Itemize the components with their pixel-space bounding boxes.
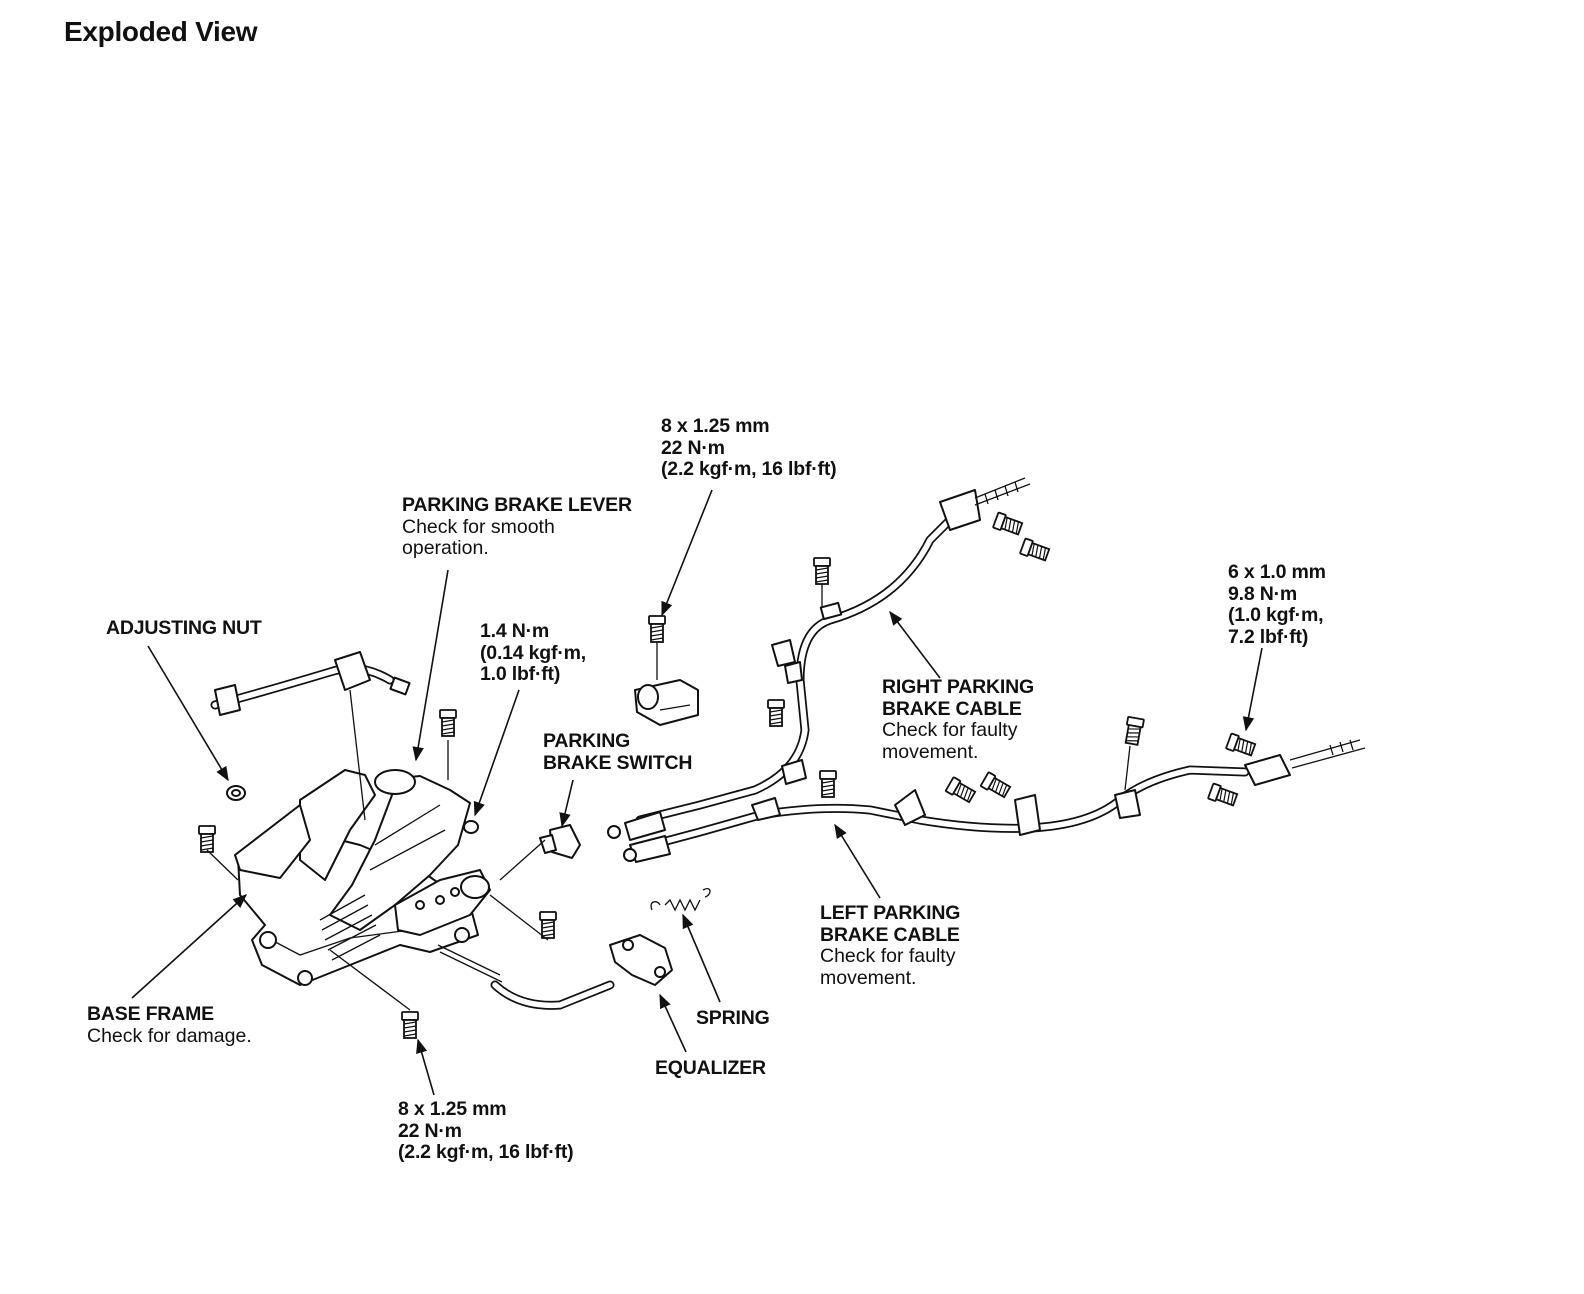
spring — [650, 888, 711, 912]
arrow-icon — [661, 489, 713, 617]
bolt-icon — [992, 511, 1024, 538]
torque-line: 1.0 lbf·ft) — [480, 663, 561, 685]
parking-brake-lever-assembly — [198, 651, 615, 1039]
cable-guide-bracket — [634, 615, 699, 726]
callout-heading: PARKING — [543, 730, 631, 752]
bolt-icon — [819, 770, 837, 798]
bolt-icon — [439, 709, 457, 737]
parking-brake-switch — [499, 824, 581, 881]
leader-lines — [131, 489, 1263, 1096]
callout-parking-brake-lever: PARKING BRAKE LEVER Check for smooth ope… — [402, 494, 632, 560]
arrow-icon — [1242, 647, 1263, 732]
bolt-icon — [1207, 782, 1239, 809]
callout-heading: SPRING — [696, 1007, 770, 1029]
right-parking-brake-cable — [607, 477, 1051, 841]
left-parking-brake-cable — [623, 715, 1366, 863]
arrow-icon — [682, 913, 721, 1003]
callout-adjusting-nut: ADJUSTING NUT — [106, 617, 262, 640]
spec-line: (2.2 kgf·m, 16 lbf·ft) — [398, 1141, 574, 1163]
callout-switch-torque: 1.4 N·m (0.14 kgf·m, 1.0 lbf·ft) — [480, 620, 586, 686]
callout-left-parking-brake-cable: LEFT PARKING BRAKE CABLE Check for fault… — [820, 902, 961, 989]
nut-icon — [463, 820, 479, 834]
bolt-icon — [1225, 732, 1257, 759]
callout-note: operation. — [402, 537, 489, 559]
spec-line: 7.2 lbf·ft) — [1228, 625, 1309, 648]
arrow-icon — [147, 645, 229, 782]
callout-note: Check for faulty — [820, 945, 956, 967]
arrow-icon — [412, 569, 449, 762]
spec-line: 22 N·m — [661, 436, 725, 459]
bolt-icon — [648, 615, 666, 643]
bolt-icon — [767, 699, 785, 727]
callout-right-bolt-spec: 6 x 1.0 mm 9.8 N·m (1.0 kgf·m, 7.2 lbf·f… — [1228, 561, 1326, 648]
nut-icon — [226, 785, 246, 801]
torque-line: (0.14 kgf·m, — [480, 641, 586, 664]
spec-line: 8 x 1.25 mm — [398, 1098, 507, 1120]
callout-heading: ADJUSTING NUT — [106, 617, 262, 639]
callout-note: Check for damage. — [87, 1024, 252, 1047]
spec-line: (2.2 kgf·m, 16 lbf·ft) — [661, 458, 837, 480]
cable-end-icon — [624, 811, 666, 841]
lever-bracket — [299, 769, 376, 881]
bolt-icon — [1019, 537, 1051, 564]
callout-top-bolt-spec: 8 x 1.25 mm 22 N·m (2.2 kgf·m, 16 lbf·ft… — [661, 415, 837, 481]
callout-note: movement. — [882, 740, 979, 763]
bolt-icon — [813, 557, 831, 585]
arrow-icon — [416, 1038, 435, 1096]
spec-line: 6 x 1.0 mm — [1228, 561, 1326, 583]
arrow-icon — [131, 894, 248, 999]
bolt-icon — [944, 776, 978, 805]
arrow-icon — [889, 610, 941, 679]
arrow-icon — [659, 993, 687, 1053]
bolt-icon — [539, 911, 557, 939]
callout-spring: SPRING — [696, 1007, 770, 1030]
callout-note: movement. — [820, 966, 917, 989]
callout-heading: RIGHT PARKING — [882, 676, 1034, 698]
page-title: Exploded View — [64, 16, 258, 47]
bolt-icon — [401, 1011, 419, 1039]
callout-base-frame: BASE FRAME Check for damage. — [87, 1003, 252, 1047]
callout-note: Check for smooth — [402, 515, 555, 538]
torque-line: 1.4 N·m — [480, 620, 550, 642]
arrow-icon — [473, 689, 520, 817]
equalizer — [609, 934, 673, 986]
callout-bottom-bolt-spec: 8 x 1.25 mm 22 N·m (2.2 kgf·m, 16 lbf·ft… — [398, 1098, 574, 1164]
spec-line: 22 N·m — [398, 1119, 462, 1142]
bolt-icon — [979, 771, 1013, 800]
callout-heading: PARKING BRAKE LEVER — [402, 494, 632, 516]
callout-equalizer: EQUALIZER — [655, 1057, 766, 1080]
callout-heading: BRAKE CABLE — [820, 923, 960, 946]
callout-heading: LEFT PARKING — [820, 902, 961, 924]
arrow-icon — [834, 823, 881, 899]
callout-heading: BASE FRAME — [87, 1003, 214, 1025]
callout-right-parking-brake-cable: RIGHT PARKING BRAKE CABLE Check for faul… — [882, 676, 1034, 763]
bolt-icon — [198, 825, 216, 853]
spec-line: 8 x 1.25 mm — [661, 415, 770, 437]
callout-note: Check for faulty — [882, 719, 1018, 741]
arrow-icon — [559, 779, 574, 828]
bolt-icon — [1122, 715, 1145, 747]
spec-line: (1.0 kgf·m, — [1228, 604, 1324, 626]
callout-heading: BRAKE SWITCH — [543, 751, 693, 774]
callout-heading: BRAKE CABLE — [882, 697, 1022, 720]
callout-parking-brake-switch: PARKING BRAKE SWITCH — [543, 730, 693, 774]
spec-line: 9.8 N·m — [1228, 582, 1298, 605]
callout-heading: EQUALIZER — [655, 1057, 766, 1079]
